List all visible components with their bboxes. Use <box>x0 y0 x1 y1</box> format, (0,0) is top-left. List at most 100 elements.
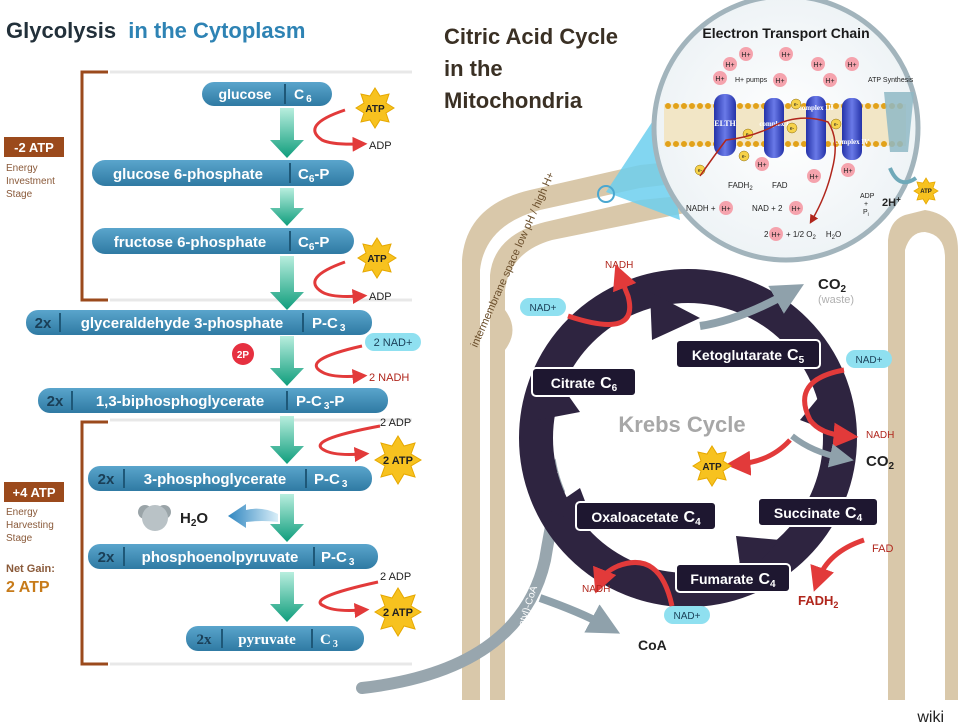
svg-text:P-C3: P-C3 <box>312 315 346 334</box>
atp-label: ATP <box>367 254 387 265</box>
svg-text:FADH2: FADH2 <box>798 593 838 610</box>
svg-text:H+: H+ <box>715 76 724 83</box>
pill <box>186 626 364 651</box>
step-label: 3-phosphoglycerate <box>144 471 287 488</box>
etc-water-d: O <box>835 230 841 239</box>
svg-text:Pi: Pi <box>863 209 869 218</box>
net-gain-label: Net Gain: <box>6 563 55 575</box>
nad-label: NAD+ <box>674 611 701 622</box>
complex-iii <box>806 96 826 160</box>
complex-i <box>764 98 784 158</box>
etc-nadh-plus: NADH + <box>686 204 716 213</box>
proton-icon: H+ <box>739 47 753 61</box>
fadh-a: FADH <box>798 593 833 608</box>
formula: P-C <box>321 549 347 566</box>
svg-text:P-C3-P: P-C3-P <box>296 393 344 412</box>
svg-text:H+: H+ <box>721 206 730 213</box>
formula-suffix: -P <box>329 393 344 410</box>
formula-sub: 6 <box>306 94 312 105</box>
glycolysis-subtitle: in the Cytoplasm <box>128 18 305 43</box>
svg-text:H+: H+ <box>725 62 734 69</box>
electron-icon: e- <box>790 98 802 110</box>
membrane <box>664 104 906 146</box>
atp-label: 2 ATP <box>383 455 413 467</box>
svg-text:H+: H+ <box>843 168 852 175</box>
co2-waste: (waste) <box>818 294 854 306</box>
fad-label: FAD <box>872 543 893 555</box>
water-arrow <box>228 504 278 528</box>
complex-i-label: complex I <box>759 120 789 128</box>
red-curve-arrow <box>314 344 368 385</box>
svg-text:H+: H+ <box>813 62 822 69</box>
compound-c: C <box>600 375 612 392</box>
two-nadh-label: 2 NADH <box>369 372 409 384</box>
phosphate-icon <box>232 343 254 365</box>
proton-icon: H+ <box>845 57 859 71</box>
harvesting-line3: Stage <box>6 533 33 544</box>
svg-text:H+: H+ <box>775 78 784 85</box>
etc-water-two: 2 <box>764 230 769 239</box>
investment-line1: Energy <box>6 163 38 174</box>
atp-label: ATP <box>365 104 385 115</box>
proton-ions: H+ H+ H+ H+ H+ H+ H+ H+ H+ H+ H+ H+ H+ H… <box>713 47 859 241</box>
red-curve-arrow <box>810 537 865 592</box>
star-icon <box>357 237 397 279</box>
star-icon <box>355 87 395 129</box>
nadh-label: NADH <box>605 260 633 271</box>
proton-icon: H+ <box>779 47 793 61</box>
step-glucose-6-phosphate: glucose 6-phosphate C6-P <box>92 160 354 186</box>
water-sub: 2 <box>191 518 197 529</box>
proton-icon: H+ <box>755 157 769 171</box>
compound-name: Fumarate <box>690 571 753 587</box>
compound-name: Succinate <box>774 505 840 521</box>
formula: C <box>298 166 309 183</box>
svg-text:H2O: H2O <box>180 510 208 529</box>
etc-fadh-sub: 2 <box>749 186 753 192</box>
proton-icon: H+ <box>723 57 737 71</box>
atp-synthase-rotor <box>888 167 918 185</box>
citric-title-line3: Mitochondria <box>444 88 583 113</box>
callout-point <box>597 185 615 203</box>
formula-sub: 3 <box>340 323 346 334</box>
formula: P-C <box>312 315 338 332</box>
star-icon <box>374 435 422 485</box>
green-arrow <box>270 188 304 226</box>
adp-label: ADP <box>369 291 392 303</box>
svg-text:C3: C3 <box>320 632 338 650</box>
pill <box>92 228 354 254</box>
proton-icon: H+ <box>789 201 803 215</box>
svg-text:H+: H+ <box>825 78 834 85</box>
water-o: O <box>196 510 208 527</box>
star-icon <box>374 587 422 637</box>
formula-sub: 3 <box>333 639 338 650</box>
svg-text:e-: e- <box>698 168 703 174</box>
svg-text:H+: H+ <box>781 52 790 59</box>
green-arrow <box>270 572 304 622</box>
green-arrow <box>270 494 304 542</box>
glycolysis-title: Glycolysis <box>6 18 116 43</box>
pill <box>26 310 372 335</box>
formula: C <box>298 234 309 251</box>
coa-arrow <box>538 594 621 634</box>
green-arrow <box>270 256 304 310</box>
electron-icon: e- <box>830 118 842 130</box>
compound-sub: 4 <box>770 579 776 590</box>
svg-text:P-C3: P-C3 <box>314 471 348 490</box>
watermark: wiki <box>916 709 944 726</box>
step-fructose-6-phosphate: fructose 6-phosphate C6-P <box>92 228 354 254</box>
compound-name: Citrate <box>551 375 596 391</box>
red-curve-arrow <box>593 559 675 607</box>
adp-label: ADP <box>369 140 392 152</box>
formula-sub: 6 <box>309 174 315 185</box>
red-curve-arrow <box>318 580 379 619</box>
red-curve-arrow <box>313 108 368 152</box>
step-label: 1,3-biphosphoglycerate <box>96 393 264 410</box>
